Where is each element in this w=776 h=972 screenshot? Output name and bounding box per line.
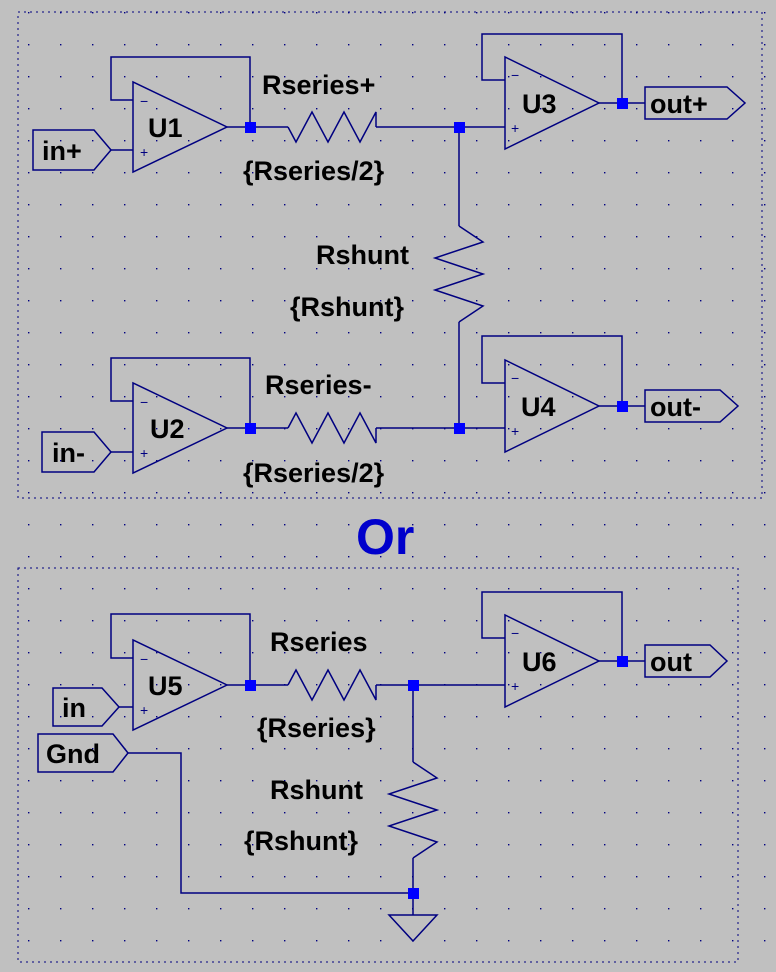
opamp-u1[interactable]: − + U1 [132, 80, 229, 174]
opamp-u3[interactable]: − + U3 [504, 55, 601, 151]
opamp-u4-inverting-pin: − [511, 370, 519, 386]
opamp-u5-inverting-pin: − [140, 651, 148, 667]
opamp-u6-noninverting-pin: + [511, 678, 519, 694]
rseries-minus-name: Rseries- [265, 370, 372, 400]
port-gnd-label: Gnd [46, 739, 100, 769]
resistor-rseries[interactable] [287, 668, 377, 702]
rseries-minus-value: {Rseries/2} [243, 458, 385, 488]
opamp-u1-label: U1 [148, 113, 183, 143]
separator-or: Or [356, 509, 414, 565]
junction-u4-in [454, 423, 465, 434]
junction-u5-out [245, 680, 256, 691]
resistor-rshunt-top[interactable] [432, 225, 486, 323]
bottom-wiring [110, 591, 645, 915]
top-wiring [110, 33, 645, 453]
rseries-plus-value: {Rseries/2} [243, 156, 385, 186]
junction-u3-in [454, 122, 465, 133]
junction-u6-in [408, 680, 419, 691]
port-gnd[interactable]: Gnd [37, 733, 129, 773]
opamp-u2-label: U2 [150, 414, 185, 444]
opamp-u3-noninverting-pin: + [511, 120, 519, 136]
rshunt-top-value: {Rshunt} [290, 292, 404, 322]
opamp-u2-inverting-pin: − [140, 394, 148, 410]
port-out-minus-label: out- [650, 392, 701, 422]
port-out-plus[interactable]: out+ [644, 86, 747, 120]
port-in-minus[interactable]: in- [41, 431, 112, 473]
rshunt-bottom-name: Rshunt [270, 775, 363, 805]
junction-u4-out [617, 401, 628, 412]
opamp-u5-noninverting-pin: + [140, 702, 148, 718]
top-section-frame [17, 11, 763, 499]
resistor-rshunt-bottom[interactable] [386, 761, 440, 859]
rseries-plus-name: Rseries+ [262, 70, 375, 100]
rshunt-bottom-value: {Rshunt} [244, 826, 358, 856]
junction-u3-out [617, 98, 628, 109]
opamp-u1-inverting-pin: − [140, 93, 148, 109]
resistor-rseries-minus[interactable] [287, 411, 377, 445]
junction-u2-out [245, 423, 256, 434]
opamp-u5-label: U5 [148, 671, 183, 701]
rseries-value: {Rseries} [257, 713, 376, 743]
opamp-u4-label: U4 [521, 392, 556, 422]
port-in-plus[interactable]: in+ [32, 129, 112, 171]
port-in-minus-label: in- [52, 438, 85, 468]
opamp-u5[interactable]: − + U5 [132, 638, 229, 732]
port-out[interactable]: out [644, 644, 729, 678]
bottom-section-frame [17, 567, 739, 963]
opamp-u2[interactable]: − + U2 [132, 381, 229, 475]
resistor-rseries-plus[interactable] [287, 110, 377, 144]
opamp-u1-noninverting-pin: + [140, 144, 148, 160]
opamp-u3-label: U3 [522, 89, 557, 119]
port-out-minus[interactable]: out- [644, 389, 740, 423]
opamp-u3-inverting-pin: − [511, 67, 519, 83]
port-in-label: in [62, 693, 86, 723]
opamp-u2-noninverting-pin: + [140, 445, 148, 461]
opamp-u4[interactable]: − + U4 [504, 358, 601, 454]
opamp-u6-label: U6 [522, 647, 557, 677]
opamp-u6[interactable]: − + U6 [504, 613, 601, 709]
opamp-u4-noninverting-pin: + [511, 423, 519, 439]
port-in[interactable]: in [52, 687, 121, 727]
rshunt-top-name: Rshunt [316, 240, 409, 270]
port-out-label: out [650, 647, 692, 677]
junction-ground [408, 888, 419, 899]
opamp-u6-inverting-pin: − [511, 625, 519, 641]
port-out-plus-label: out+ [650, 89, 708, 119]
rseries-name: Rseries [270, 627, 368, 657]
port-in-plus-label: in+ [42, 136, 82, 166]
junction-u1-out [245, 122, 256, 133]
junction-u6-out [617, 656, 628, 667]
ground-icon [387, 914, 439, 943]
